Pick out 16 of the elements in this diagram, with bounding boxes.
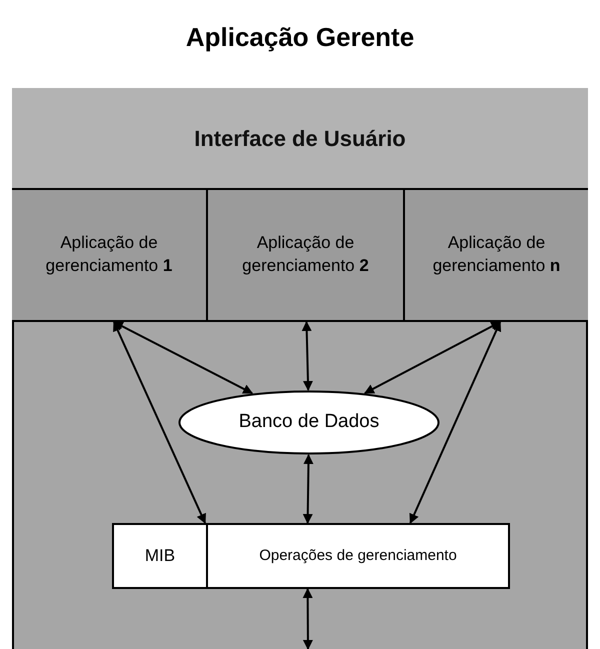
double-arrow <box>364 321 502 394</box>
double-arrow <box>113 321 206 524</box>
diagram-title: Aplicação Gerente <box>184 21 416 54</box>
database-ellipse: Banco de Dados <box>178 390 440 455</box>
application-box: Aplicação de gerenciamento n <box>405 190 588 322</box>
application-box: Aplicação de gerenciamento 1 <box>12 190 208 322</box>
double-arrow <box>113 321 254 394</box>
double-arrow <box>302 588 313 649</box>
double-arrow <box>302 454 314 524</box>
application-box: Aplicação de gerenciamento 2 <box>208 190 405 322</box>
frame-box <box>12 88 588 649</box>
mib-box: MIB <box>112 523 208 589</box>
double-arrow <box>409 321 502 524</box>
double-arrow <box>302 321 313 391</box>
interface-band: Interface de Usuário <box>12 88 588 190</box>
operations-box: Operações de gerenciamento <box>208 523 510 589</box>
